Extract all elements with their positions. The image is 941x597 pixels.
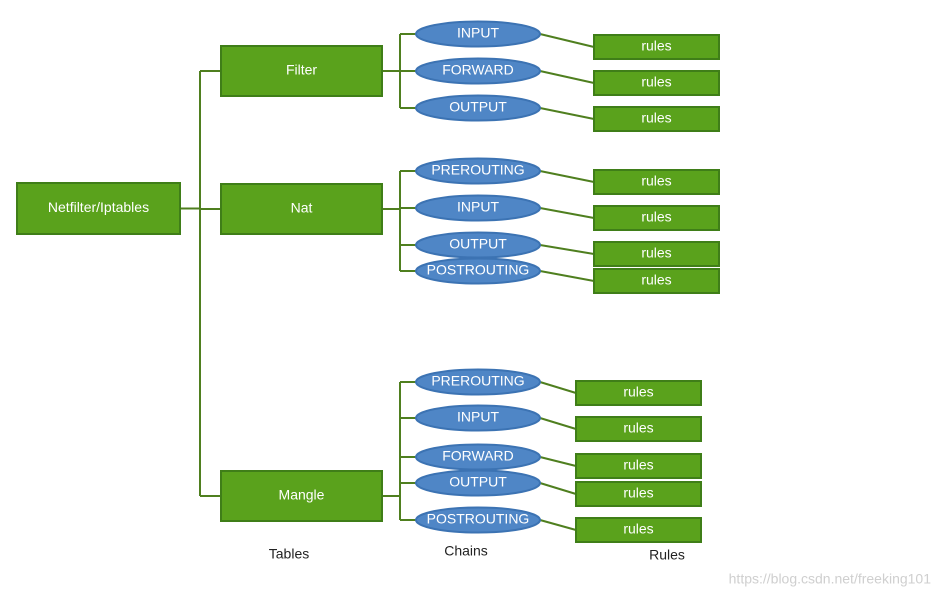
rules-label: rules [641,74,671,90]
root-label: Netfilter/Iptables [48,199,149,215]
table-label: Mangle [279,487,325,503]
chain-label: OUTPUT [449,236,507,252]
chain-mangle-forward: FORWARD [415,443,541,471]
chain-filter-forward: FORWARD [415,57,541,85]
rules-filter-output: rules [593,106,720,132]
rules-filter-forward: rules [593,70,720,96]
rules-nat-prerouting: rules [593,169,720,195]
chain-nat-output: OUTPUT [415,231,541,259]
rules-mangle-input: rules [575,416,702,442]
watermark: https://blog.csdn.net/freeking101 [729,571,932,587]
chain-label: OUTPUT [449,99,507,115]
table-mangle: Mangle [220,470,383,522]
chain-label: POSTROUTING [427,262,530,278]
chain-mangle-output: OUTPUT [415,469,541,497]
rules-label: rules [623,521,653,537]
chain-nat-input: INPUT [415,194,541,222]
chain-nat-prerouting: PREROUTING [415,157,541,185]
table-nat: Nat [220,183,383,235]
connectors [180,33,595,531]
rules-label: rules [641,38,671,54]
rules-nat-postrouting: rules [593,268,720,294]
rules-mangle-forward: rules [575,453,702,479]
chains-column-label: Chains [444,543,488,559]
rules-column-label: Rules [649,547,685,563]
chain-nat-postrouting: POSTROUTING [415,257,541,285]
rules-mangle-postrouting: rules [575,517,702,543]
rules-label: rules [623,485,653,501]
rules-label: rules [641,272,671,288]
chain-mangle-postrouting: POSTROUTING [415,506,541,534]
chain-label: PREROUTING [431,162,524,178]
chain-mangle-prerouting: PREROUTING [415,368,541,396]
chain-label: INPUT [457,25,499,41]
rules-label: rules [641,209,671,225]
chain-label: INPUT [457,199,499,215]
table-label: Nat [291,200,313,216]
rules-label: rules [623,457,653,473]
rules-label: rules [641,245,671,261]
chain-label: POSTROUTING [427,511,530,527]
chain-label: INPUT [457,409,499,425]
chain-filter-output: OUTPUT [415,94,541,122]
rules-label: rules [641,110,671,126]
rules-filter-input: rules [593,34,720,60]
chain-label: FORWARD [442,62,514,78]
tables-column-label: Tables [269,546,309,562]
rules-nat-input: rules [593,205,720,231]
chain-mangle-input: INPUT [415,404,541,432]
table-label: Filter [286,62,317,78]
chain-label: FORWARD [442,448,514,464]
rules-label: rules [623,420,653,436]
rules-label: rules [623,384,653,400]
rules-nat-output: rules [593,241,720,267]
table-filter: Filter [220,45,383,97]
rules-label: rules [641,173,671,189]
root-node: Netfilter/Iptables [16,182,181,235]
chain-filter-input: INPUT [415,20,541,48]
chains: INPUT FORWARD OUTPUT PREROUTING INPUT OUTPUT P… [415,20,541,534]
rules: rules rules rules rules rules rules rules rules… [575,34,720,543]
chain-label: PREROUTING [431,373,524,389]
chain-label: OUTPUT [449,474,507,490]
rules-mangle-prerouting: rules [575,380,702,406]
rules-mangle-output: rules [575,481,702,507]
